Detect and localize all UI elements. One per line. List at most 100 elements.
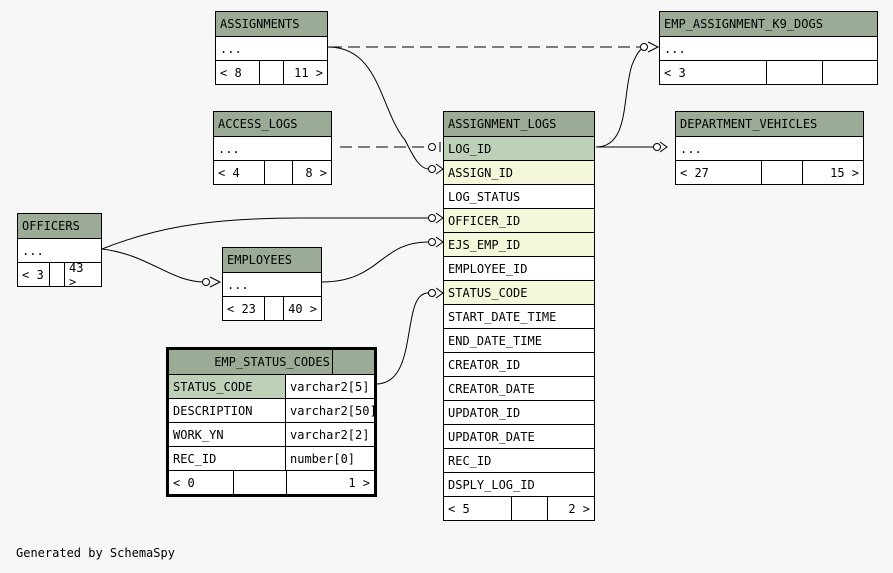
children-count[interactable]: 40 >: [283, 297, 321, 320]
table-ellipsis: ...: [22, 243, 44, 258]
table-department-vehicles[interactable]: DEPARTMENT_VEHICLES ... < 27 15 >: [675, 111, 864, 185]
children-count[interactable]: 2 >: [547, 497, 594, 520]
edge-crowfoot: [209, 276, 222, 288]
children-count[interactable]: [822, 61, 877, 84]
column-type: varchar2[50]: [290, 403, 374, 418]
column-name: DSPLY_LOG_ID: [448, 477, 535, 492]
column-name: ASSIGN_ID: [448, 165, 514, 180]
column-row[interactable]: START_DATE_TIME: [444, 304, 594, 328]
children-count[interactable]: 1 >: [286, 471, 374, 494]
column-type: number[0]: [290, 451, 356, 466]
children-count[interactable]: 11 >: [283, 61, 327, 84]
column-name: STATUS_CODE: [448, 285, 528, 300]
table-title: DEPARTMENT_VEHICLES: [680, 117, 818, 131]
column-name: REC_ID: [169, 447, 286, 470]
table-title: EMPLOYEES: [227, 253, 293, 267]
edge-crowfoot: [435, 236, 444, 248]
edge-crowfoot: [659, 141, 668, 153]
table-ellipsis: ...: [680, 141, 702, 156]
edge-end-circle: [202, 278, 210, 286]
edge-end-circle: [428, 143, 436, 151]
column-row[interactable]: STATUS_CODE: [444, 280, 594, 304]
column-row[interactable]: EMPLOYEE_ID: [444, 256, 594, 280]
column-row[interactable]: STATUS_CODE varchar2[5]: [169, 374, 374, 398]
column-row[interactable]: WORK_YN varchar2[2]: [169, 422, 374, 446]
children-count[interactable]: 43 >: [64, 261, 101, 289]
column-row[interactable]: REC_ID number[0]: [169, 446, 374, 470]
table-access-logs[interactable]: ACCESS_LOGS ... < 4 8 >: [213, 111, 332, 185]
parents-count[interactable]: < 3: [22, 267, 44, 282]
edge-officers-officer-id: [101, 217, 428, 250]
table-officers[interactable]: OFFICERS ... < 3 43 >: [17, 213, 102, 289]
column-name: START_DATE_TIME: [448, 309, 557, 324]
parents-count[interactable]: < 27: [680, 165, 709, 180]
column-name: UPDATOR_ID: [448, 405, 521, 420]
column-name: OFFICER_ID: [448, 213, 521, 228]
edge-crowfoot: [435, 163, 444, 175]
table-title: ASSIGNMENTS: [220, 17, 300, 31]
column-row[interactable]: UPDATOR_DATE: [444, 424, 594, 448]
parents-count[interactable]: < 5: [448, 501, 470, 516]
parents-count[interactable]: < 0: [173, 475, 195, 490]
column-row[interactable]: DSPLY_LOG_ID: [444, 472, 594, 496]
footer-spacer: [766, 61, 822, 84]
children-count[interactable]: 8 >: [292, 161, 331, 184]
table-ellipsis: ...: [664, 41, 686, 56]
table-title: ACCESS_LOGS: [218, 117, 298, 131]
column-row[interactable]: LOG_ID: [444, 136, 594, 160]
edge-logid-k9: [595, 46, 649, 148]
table-title: ASSIGNMENT_LOGS: [448, 117, 557, 131]
table-assignments[interactable]: ASSIGNMENTS ... < 8 11 >: [215, 11, 328, 85]
column-row[interactable]: EJS_EMP_ID: [444, 232, 594, 256]
edge-statuscode: [375, 292, 429, 385]
children-count[interactable]: 15 >: [802, 161, 863, 184]
edge-assignments-assign-id: [327, 46, 429, 170]
footer-spacer: [264, 161, 292, 184]
table-title: OFFICERS: [22, 219, 80, 233]
footer-spacer: [511, 497, 547, 520]
column-name: END_DATE_TIME: [448, 333, 542, 348]
edge-end-circle: [428, 238, 436, 246]
column-name: REC_ID: [448, 453, 492, 468]
column-row[interactable]: REC_ID: [444, 448, 594, 472]
column-row[interactable]: ASSIGN_ID: [444, 160, 594, 184]
table-employees[interactable]: EMPLOYEES ... < 23 40 >: [222, 247, 322, 321]
footer-spacer: [761, 161, 802, 184]
parents-count[interactable]: < 4: [218, 165, 240, 180]
footer-spacer: [259, 61, 283, 84]
column-row[interactable]: CREATOR_ID: [444, 352, 594, 376]
edge-crowfoot: [647, 41, 660, 53]
column-row[interactable]: UPDATOR_ID: [444, 400, 594, 424]
column-row[interactable]: END_DATE_TIME: [444, 328, 594, 352]
column-row[interactable]: DESCRIPTION varchar2[50]: [169, 398, 374, 422]
edge-employees-ejs: [321, 241, 429, 283]
parents-count[interactable]: < 23: [227, 301, 256, 316]
column-name: WORK_YN: [169, 423, 286, 446]
footer-spacer: [49, 263, 64, 286]
edge-end-circle: [653, 143, 661, 151]
edge-crowfoot: [435, 287, 444, 299]
table-emp-assignment-k9-dogs[interactable]: EMP_ASSIGNMENT_K9_DOGS ... < 3: [659, 11, 878, 85]
column-name: UPDATOR_DATE: [448, 429, 535, 444]
table-emp-status-codes[interactable]: EMP_STATUS_CODES STATUS_CODE varchar2[5]…: [166, 347, 377, 497]
column-name: STATUS_CODE: [169, 375, 286, 398]
column-name: CREATOR_ID: [448, 357, 521, 372]
table-title: EMP_ASSIGNMENT_K9_DOGS: [664, 17, 823, 31]
edge-end-circle: [640, 43, 648, 51]
column-row[interactable]: CREATOR_DATE: [444, 376, 594, 400]
column-type: varchar2[5]: [290, 379, 370, 394]
generated-by-text: Generated by SchemaSpy: [16, 546, 175, 560]
column-name: EMPLOYEE_ID: [448, 261, 528, 276]
column-row[interactable]: LOG_STATUS: [444, 184, 594, 208]
edge-end-circle: [428, 165, 436, 173]
column-name: EJS_EMP_ID: [448, 237, 521, 252]
column-name: CREATOR_DATE: [448, 381, 535, 396]
table-assignment-logs[interactable]: ASSIGNMENT_LOGS LOG_ID ASSIGN_ID LOG_STA…: [443, 111, 595, 521]
table-ellipsis: ...: [218, 141, 240, 156]
footer-spacer: [264, 297, 283, 320]
column-name: DESCRIPTION: [169, 399, 286, 422]
column-row[interactable]: OFFICER_ID: [444, 208, 594, 232]
footer-spacer: [233, 471, 286, 494]
parents-count[interactable]: < 3: [664, 65, 686, 80]
parents-count[interactable]: < 8: [220, 65, 242, 80]
